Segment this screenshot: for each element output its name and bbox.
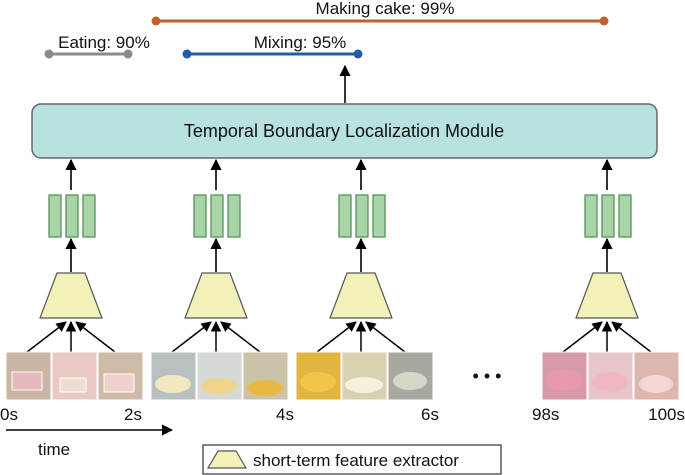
frames-cake-slice [5, 351, 144, 401]
frame-detail [300, 372, 336, 392]
frame-arrow [365, 321, 406, 353]
frames-to-extractor-arrows [26, 320, 652, 353]
frame-detail [103, 373, 135, 393]
legend-box [202, 444, 502, 475]
frame-thumbnails [5, 351, 680, 401]
frame-arrow [611, 321, 652, 353]
frames-whisking [150, 351, 289, 401]
frame-detail [201, 378, 237, 394]
segment-making-cake-label: Making cake: 99% [316, 0, 455, 18]
frame-detail [546, 369, 582, 391]
frame-arrow [316, 321, 357, 353]
legend-extractor-icon [206, 450, 248, 469]
feature-bar [584, 194, 598, 238]
feature-vectors-3 [338, 194, 386, 238]
feature-bar [618, 194, 632, 238]
frame-detail [639, 375, 673, 393]
frame-detail [11, 371, 43, 391]
feature-bar [227, 194, 241, 238]
frame-detail [59, 377, 87, 393]
frame-detail [345, 377, 383, 393]
segment-eating-end-dot [123, 49, 133, 59]
feature-vectors-4 [584, 194, 632, 238]
segment-eating: Eating: 90% [44, 33, 150, 59]
feature-extractor-4 [575, 272, 639, 319]
frame-detail [247, 380, 283, 396]
frame-detail [592, 372, 628, 392]
segment-making-cake-start-dot [151, 16, 161, 26]
feature-bar [193, 194, 207, 238]
feature-bar [338, 194, 352, 238]
segment-making-cake: Making cake: 99% [151, 0, 609, 26]
frame-detail [155, 375, 191, 393]
feature-bar [601, 194, 615, 238]
frame-thumbnail [51, 351, 98, 401]
segment-eating-start-dot [44, 49, 54, 59]
feature-bar [48, 194, 62, 238]
frame-arrow [562, 321, 603, 353]
feature-to-module-arrows [65, 158, 613, 190]
legend-label: short-term feature extractor [253, 451, 459, 470]
frames-ellipsis: • • • [473, 366, 502, 386]
feature-extractor-3 [329, 272, 393, 319]
frame-detail [393, 372, 427, 390]
segment-making-cake-end-dot [599, 16, 609, 26]
segment-mixing-start-dot [182, 49, 192, 59]
temporal-boundary-module-box [31, 103, 658, 159]
frame-arrow [75, 321, 116, 353]
time-label-2s: 2s [124, 405, 142, 424]
segment-mixing: Mixing: 95% [182, 33, 363, 59]
frame-arrow [171, 321, 212, 353]
temporal-boundary-module-label: Temporal Boundary Localization Module [184, 121, 504, 141]
legend: short-term feature extractor [202, 444, 502, 475]
feature-bar [355, 194, 369, 238]
time-label-4s: 4s [276, 405, 294, 424]
feature-bar [65, 194, 79, 238]
feature-vectors-1 [48, 194, 96, 238]
frame-arrow [220, 321, 261, 353]
feature-vectors-2 [193, 194, 241, 238]
time-label-6s: 6s [421, 405, 439, 424]
feature-extractor-1 [39, 272, 103, 319]
segment-mixing-end-dot [353, 49, 363, 59]
frames-pink-cake [541, 351, 680, 401]
time-label-100s: 100s [648, 405, 685, 424]
segment-mixing-label: Mixing: 95% [254, 33, 347, 52]
feature-bar [82, 194, 96, 238]
feature-extractor-2 [184, 272, 248, 319]
time-axis-label: time [38, 440, 70, 459]
segment-eating-label: Eating: 90% [58, 33, 150, 52]
time-label-98s: 98s [532, 405, 559, 424]
feature-bar [210, 194, 224, 238]
time-label-0s: 0s [0, 405, 18, 424]
extractor-to-feature-arrows [65, 237, 613, 272]
frame-arrow [26, 321, 67, 353]
feature-bar [372, 194, 386, 238]
frames-batter [295, 351, 434, 401]
